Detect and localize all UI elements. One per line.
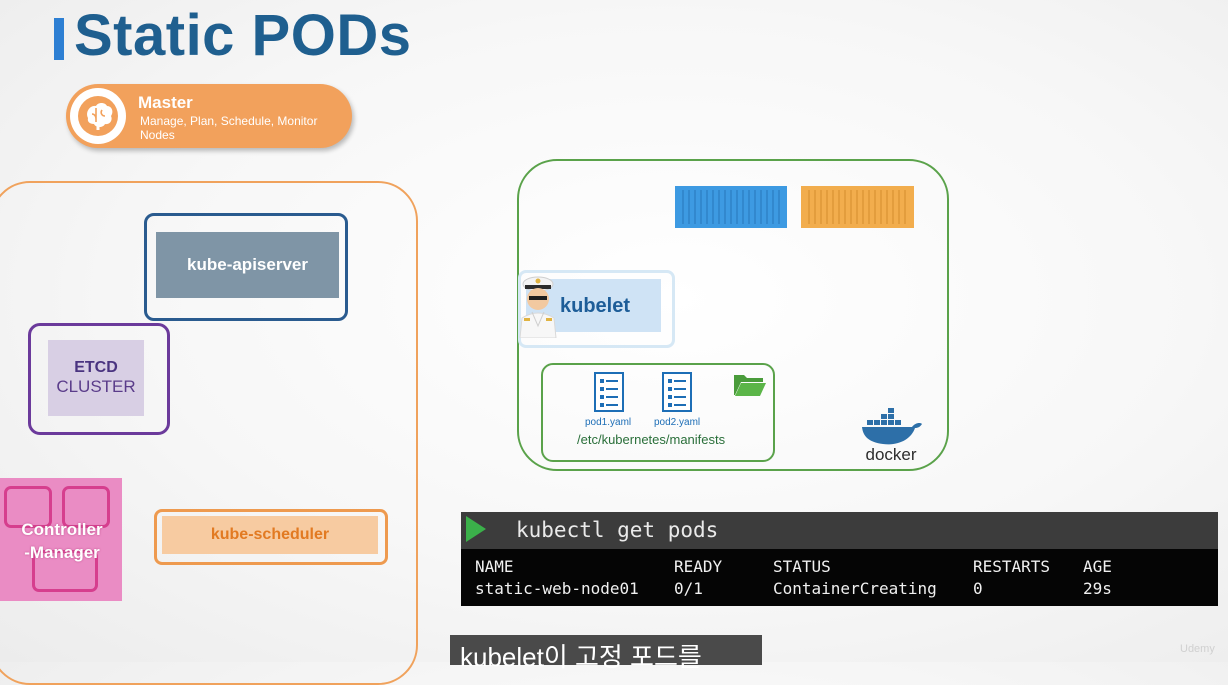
col-header-restarts: RESTARTS <box>973 557 1051 576</box>
subtitle-caption-box <box>450 635 762 665</box>
pod-name-cell: static-web-node01 <box>475 579 639 598</box>
pod1-yaml-label: pod1.yaml <box>585 417 632 428</box>
kube-scheduler-box: kube-scheduler <box>162 516 378 554</box>
pod-age-cell: 29s <box>1083 579 1112 598</box>
controller-manager-box <box>0 478 122 601</box>
udemy-watermark: Udemy <box>1180 643 1215 655</box>
controller-manager-label: Controller -Manager <box>2 518 122 564</box>
pod2-yaml-label: pod2.yaml <box>654 417 701 428</box>
pod2-yaml-file-icon <box>662 372 692 412</box>
controller-square <box>32 550 98 592</box>
open-folder-icon <box>734 375 766 396</box>
title-accent-bar <box>54 18 64 60</box>
etcd-label: ETCD <box>74 359 118 376</box>
terminal-command-bar <box>461 512 1218 549</box>
etcd-cluster-label: CLUSTER <box>56 377 136 396</box>
kubelet-frame <box>518 270 675 348</box>
orange-container-icon <box>801 186 914 228</box>
play-icon <box>466 516 486 542</box>
col-header-status: STATUS <box>773 557 831 576</box>
brain-icon <box>70 88 126 144</box>
master-subtitle: Manage, Plan, Schedule, Monitor Nodes <box>140 114 318 142</box>
controller-label-line1: Controller <box>21 520 103 539</box>
col-header-name: NAME <box>475 557 514 576</box>
subtitle-caption: kubelet이 고정 포드를 <box>460 642 702 672</box>
blue-container-icon <box>675 186 787 228</box>
apiserver-frame <box>144 213 348 321</box>
controller-label-line2: -Manager <box>24 543 100 562</box>
kubelet-label: kubelet <box>560 295 631 317</box>
controller-square <box>4 486 52 528</box>
docker-logo-icon: docker <box>862 408 922 462</box>
manifest-path-label: /etc/kubernetes/manifests <box>577 432 726 447</box>
kube-apiserver-box: kube-apiserver <box>156 232 339 298</box>
pod-ready-cell: 0/1 <box>674 579 703 598</box>
col-header-ready: READY <box>674 557 723 576</box>
terminal-output <box>461 549 1218 606</box>
etcd-cluster-box: ETCD CLUSTER <box>48 340 144 416</box>
col-header-age: AGE <box>1083 557 1112 576</box>
scheduler-frame <box>154 509 388 565</box>
docker-wordmark: docker <box>865 445 916 462</box>
manifests-folder-box <box>541 363 775 462</box>
master-title: Master <box>138 93 193 112</box>
controller-square <box>62 486 110 528</box>
captain-icon <box>519 276 557 338</box>
page-title: Static PODs <box>74 3 412 68</box>
terminal-command: kubectl get pods <box>516 518 719 542</box>
pod1-yaml-file-icon <box>594 372 624 412</box>
pod-status-cell: ContainerCreating <box>773 579 937 598</box>
pod-restarts-cell: 0 <box>973 579 983 598</box>
etcd-frame <box>28 323 170 435</box>
